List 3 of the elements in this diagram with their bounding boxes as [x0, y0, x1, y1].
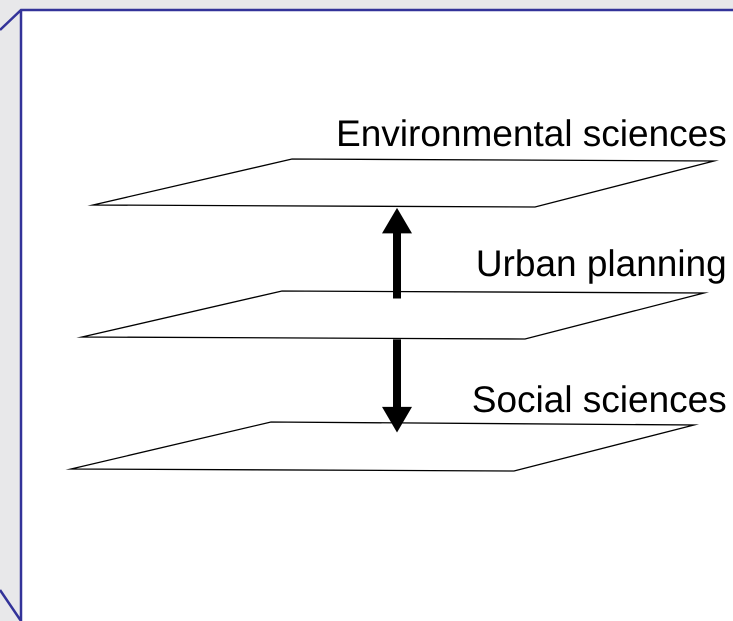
node-label: Social sciences	[473, 385, 726, 412]
node-label: Environmental sciences	[339, 119, 726, 146]
node-label: Urban planning	[478, 249, 724, 284]
